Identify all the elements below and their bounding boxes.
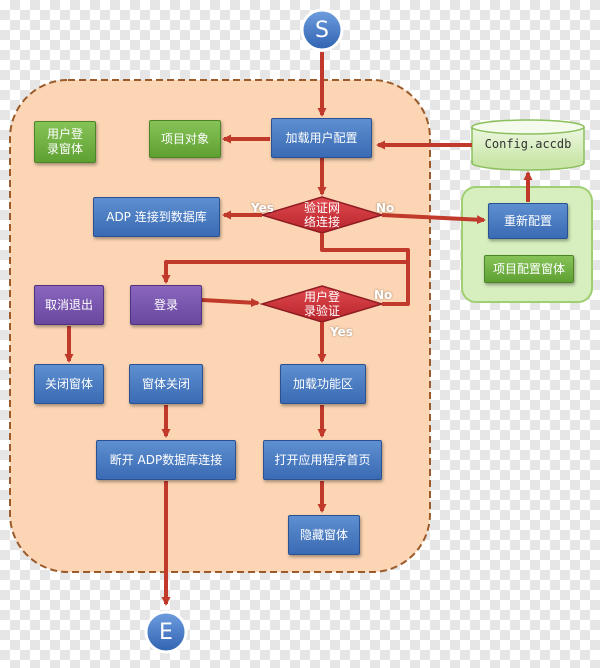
login-yes-label: Yes	[330, 325, 353, 339]
login-box: 登录	[130, 285, 202, 325]
container-title: 用户登 录窗体	[34, 121, 96, 163]
arrow-login-no-loop	[382, 262, 410, 306]
open-app-home-box: 打开应用程序首页	[263, 440, 382, 480]
project-config-window-box: 项目配置窗体	[484, 255, 574, 283]
adp-connect-db-box: ADP 连接到数据库	[93, 197, 220, 237]
arrow-adp-to-login	[161, 233, 410, 284]
window-close-box: 窗体关闭	[129, 364, 203, 404]
login-no-label: No	[374, 288, 393, 302]
reconfigure-box: 重新配置	[488, 203, 568, 239]
start-label: S	[315, 17, 329, 43]
network-no-label: No	[376, 201, 395, 215]
arrow-network-no-to-reconfigure	[381, 213, 486, 225]
end-node	[144, 610, 188, 654]
verify-user-login-label: 用户登 录验证	[303, 290, 340, 318]
verify-network-label: 验证网 络连接	[303, 201, 340, 229]
end-label: E	[159, 619, 173, 645]
load-user-config-box: 加载用户配置	[271, 118, 372, 158]
start-node	[300, 8, 344, 52]
network-yes-label: Yes	[251, 201, 274, 215]
config-file-label: Config.accdb	[484, 137, 572, 151]
cancel-exit-box: 取消退出	[34, 285, 104, 325]
hide-window-box: 隐藏窗体	[288, 515, 360, 555]
project-object-box: 项目对象	[149, 120, 221, 158]
close-window-box: 关闭窗体	[34, 364, 104, 404]
arrow-login-to-verify-user	[201, 298, 260, 308]
load-function-area-box: 加载功能区	[280, 364, 366, 404]
disconnect-adp-box: 断开 ADP数据库连接	[96, 440, 236, 480]
config-database-icon	[471, 119, 585, 171]
